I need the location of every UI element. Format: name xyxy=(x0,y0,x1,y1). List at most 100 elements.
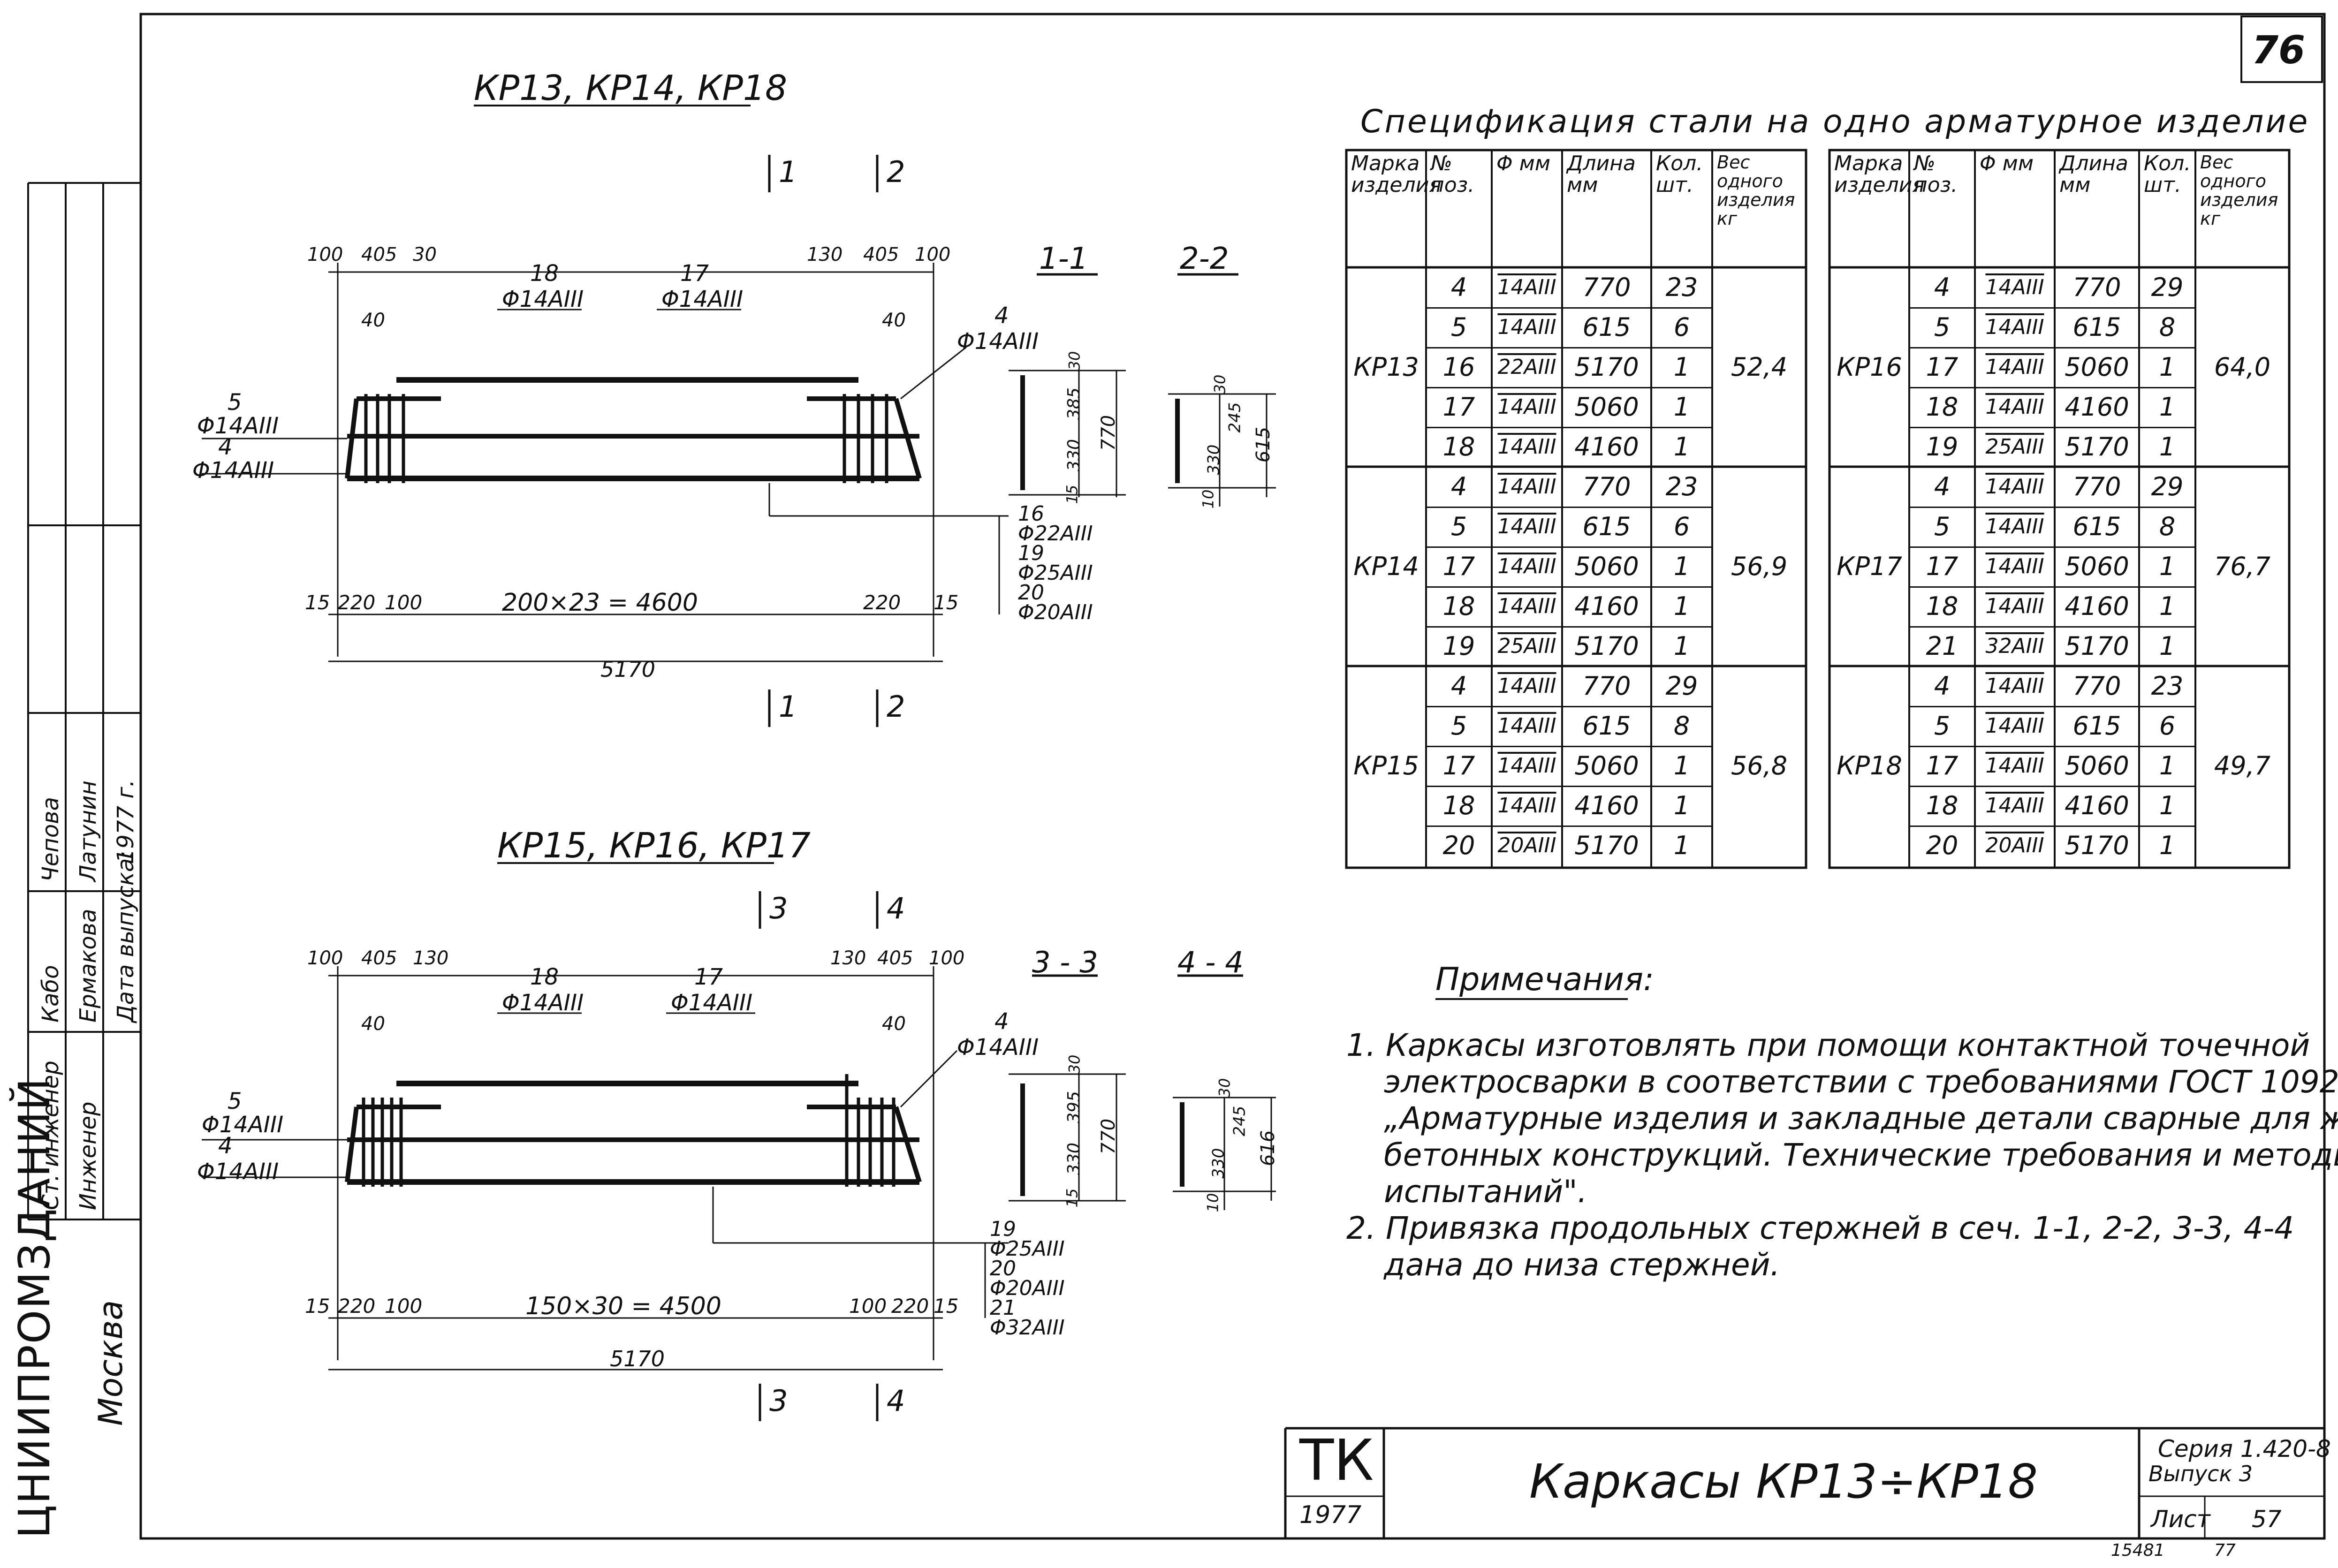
left-cell-1-0-2: 770 xyxy=(1582,472,1631,501)
b-callout-20-spec: Φ20АIII xyxy=(990,1276,1065,1300)
dim-bottom-220-left: 220 xyxy=(338,591,376,614)
issue-label: Выпуск 3 xyxy=(2148,1461,2253,1486)
right-cell-0-2-1: 14АIII xyxy=(1985,355,2044,379)
left-header-mark: Марка изделия xyxy=(1351,151,1442,197)
right-row-divider xyxy=(1909,626,2195,628)
b-bar18-number: 18 xyxy=(530,964,559,990)
section-2-2-label: 2-2 xyxy=(1180,242,1229,276)
b-left-bar5-number: 5 xyxy=(228,1088,242,1114)
b-dim-bottom-15-left: 15 xyxy=(305,1295,330,1318)
sec33-dim-b: 395 xyxy=(1064,1091,1084,1123)
page-number-box xyxy=(2240,15,2323,83)
left-cell-0-3-2: 5060 xyxy=(1574,392,1639,422)
bar18-spec: Φ14АIII xyxy=(502,286,584,312)
right-cell-0-0-3: 29 xyxy=(2151,273,2184,302)
sheet-number: 57 xyxy=(2252,1506,2282,1533)
sec33-dim-c: 330 xyxy=(1064,1143,1084,1175)
stamp-row2-name: Латунин xyxy=(75,780,101,882)
right-row-divider xyxy=(1909,307,2195,309)
sec22-dim-c: 330 xyxy=(1204,444,1223,475)
left-row-divider xyxy=(1426,626,1712,628)
left-cell-0-0-1: 14АIII xyxy=(1497,275,1556,299)
right-cell-2-0-2: 770 xyxy=(2072,671,2121,701)
left-cell-0-0-3: 23 xyxy=(1665,273,1698,302)
cut-mark-3-bottom: 3 xyxy=(769,1384,788,1418)
right-cell-0-1-1: 14АIII xyxy=(1985,315,2044,339)
left-cell-0-2-1: 22АIII xyxy=(1497,355,1556,379)
note-line-5: испытаний". xyxy=(1384,1174,1587,1210)
dim-bottom-pitch: 200×23 = 4600 xyxy=(502,589,698,617)
sec11-dim-b: 385 xyxy=(1064,387,1084,420)
right-cell-2-1-0: 5 xyxy=(1934,711,1951,741)
left-row-divider xyxy=(1426,786,1712,787)
b-dim-top-130-left: 130 xyxy=(413,947,449,969)
right-bar4-number: 4 xyxy=(994,303,1009,329)
stamp-row3-label: Дата выпуска: xyxy=(113,850,139,1023)
b-dim-40-left: 40 xyxy=(361,1013,385,1035)
right-cell-0-1-3: 8 xyxy=(2159,312,2176,342)
right-cell-0-4-2: 5170 xyxy=(2065,432,2129,462)
left-cell-2-1-0: 5 xyxy=(1450,711,1467,741)
right-header-qty: Кол. шт. xyxy=(2144,151,2191,197)
bar18-number: 18 xyxy=(530,260,559,287)
right-cell-0-2-3: 1 xyxy=(2159,352,2176,382)
left-cell-1-1-2: 615 xyxy=(1582,512,1631,541)
right-cell-1-0-0: 4 xyxy=(1934,472,1951,501)
footer-right: 77 xyxy=(2214,1541,2236,1560)
right-cell-1-1-0: 5 xyxy=(1934,512,1951,541)
b-right-bar4-number: 4 xyxy=(994,1008,1009,1035)
right-row-divider xyxy=(1909,387,2195,388)
sec44-dim-b: 245 xyxy=(1230,1106,1249,1136)
cut-mark-4-bottom: 4 xyxy=(887,1384,905,1418)
b-left-bar5-spec: Φ14АIII xyxy=(202,1112,284,1138)
right-header-pos: № поз. xyxy=(1914,151,1958,197)
right-cell-1-4-3: 1 xyxy=(2159,631,2176,661)
section-3-3-label: 3 - 3 xyxy=(1032,945,1098,979)
stamp-row3-value: 1977 г. xyxy=(113,780,139,863)
left-row-divider xyxy=(1426,347,1712,348)
right-row-divider xyxy=(1909,786,2195,787)
cut-mark-1-top: 1 xyxy=(779,155,797,189)
left-cell-0-2-2: 5170 xyxy=(1574,352,1639,382)
right-cell-1-3-3: 1 xyxy=(2159,591,2176,621)
dim-bottom-220-right: 220 xyxy=(863,591,901,614)
left-bar5-spec: Φ14АIII xyxy=(197,413,279,439)
left-cell-2-1-2: 615 xyxy=(1582,711,1631,741)
right-weight-0: 64,0 xyxy=(2214,352,2271,382)
left-cell-0-4-1: 14АIII xyxy=(1497,435,1556,459)
b-left-bar4-spec: Φ14АIII xyxy=(197,1159,279,1185)
left-cell-2-2-0: 17 xyxy=(1442,751,1475,780)
b-callout-20-number: 20 xyxy=(990,1257,1016,1280)
right-cell-2-3-3: 1 xyxy=(2159,791,2176,820)
left-cell-0-0-0: 4 xyxy=(1450,273,1467,302)
b-callout-21-spec: Φ32АIII xyxy=(990,1316,1065,1340)
right-cell-0-1-2: 615 xyxy=(2072,312,2121,342)
right-cell-2-3-2: 4160 xyxy=(2065,791,2129,820)
left-row-divider xyxy=(1426,307,1712,309)
bar17-spec: Φ14АIII xyxy=(661,286,744,312)
dim-bottom-15-right: 15 xyxy=(934,591,959,614)
cut-mark-1-bottom: 1 xyxy=(779,689,797,724)
b-dim-top-100-right: 100 xyxy=(929,947,965,969)
sec33-dim-a: 30 xyxy=(1065,1054,1084,1074)
sheet-frame xyxy=(139,13,2326,1540)
left-row-divider xyxy=(1426,427,1712,428)
callout-20-spec: Φ20АIII xyxy=(1018,600,1093,624)
top-drawing-title: КР13, КР14, КР18 xyxy=(474,68,788,108)
right-header-length: Длина мм xyxy=(2059,151,2128,197)
left-cell-0-4-0: 18 xyxy=(1442,432,1475,462)
left-cell-1-0-3: 23 xyxy=(1665,472,1698,501)
left-weight-2: 56,8 xyxy=(1731,751,1788,780)
sec22-total: 615 xyxy=(1252,426,1275,463)
b-callout-21-number: 21 xyxy=(990,1296,1016,1320)
b-bar17-number: 17 xyxy=(694,964,723,990)
left-cell-1-1-3: 6 xyxy=(1673,512,1690,541)
stamp-row1-sign: Кабо xyxy=(38,965,64,1023)
tk-year: 1977 xyxy=(1299,1501,1362,1529)
side-stamp-city: Москва xyxy=(91,1300,130,1426)
right-cell-0-2-0: 17 xyxy=(1926,352,1958,382)
right-cell-2-0-1: 14АIII xyxy=(1985,674,2044,698)
right-cell-0-3-0: 18 xyxy=(1926,392,1958,422)
right-cell-1-4-1: 32АIII xyxy=(1985,634,2044,658)
right-cell-2-2-0: 17 xyxy=(1926,751,1958,780)
